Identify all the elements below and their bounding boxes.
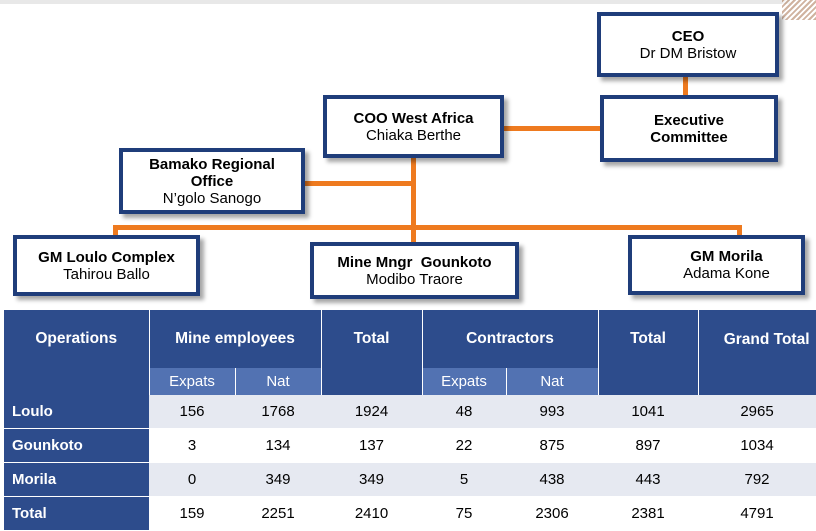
subheader-blank — [598, 368, 699, 395]
cell-grand: 2965 — [698, 395, 816, 429]
header-grand-total: Grand Total — [698, 310, 816, 368]
cell-c-total: 443 — [598, 462, 699, 497]
cell-grand: 1034 — [698, 428, 816, 463]
cell-c-expats: 22 — [422, 428, 506, 463]
bamako-name: N’golo Sanogo — [162, 189, 262, 207]
connector-coo-down — [411, 155, 416, 247]
header-operations: Operations — [4, 310, 150, 368]
morila-box: GM Morila Adama Kone — [628, 235, 805, 295]
bamako-title: Bamako Regional Office — [149, 155, 275, 190]
cell-c-nat: 438 — [506, 462, 599, 497]
coo-box: COO West Africa Chiaka Berthe — [323, 95, 504, 158]
loulo-box: GM Loulo Complex Tahirou Ballo — [13, 235, 200, 296]
table-row: Morila 0 349 349 5 438 443 792 — [4, 462, 816, 497]
cell-c-total: 2381 — [598, 496, 699, 531]
cell-me-nat: 134 — [235, 428, 321, 463]
subheader-c-expats: Expats — [422, 368, 507, 395]
subheader-me-expats: Expats — [149, 368, 236, 395]
connector-ceo-exec — [683, 72, 688, 100]
coo-name: Chiaka Berthe — [365, 126, 462, 144]
cell-me-nat: 1768 — [235, 395, 321, 429]
cell-me-total: 1924 — [321, 395, 422, 429]
ceo-title: CEO — [671, 27, 705, 45]
loulo-name: Tahirou Ballo — [63, 265, 150, 283]
cell-me-nat: 349 — [235, 462, 321, 497]
exec-title: Executive Committee — [650, 111, 728, 146]
header-total-contractors: Total — [598, 310, 699, 368]
row-label: Loulo — [4, 395, 149, 429]
subheader-me-nat: Nat — [235, 368, 322, 395]
cell-me-expats: 156 — [149, 395, 235, 429]
connector-loulo — [113, 225, 118, 239]
cell-c-nat: 993 — [506, 395, 599, 429]
row-label: Gounkoto — [4, 428, 149, 463]
subheader-blank — [321, 368, 423, 395]
cell-c-expats: 5 — [422, 462, 506, 497]
row-label: Total — [4, 496, 149, 531]
connector-coo-exec — [500, 126, 604, 131]
header-contractors: Contractors — [422, 310, 599, 368]
coo-title: COO West Africa — [353, 109, 474, 127]
cell-c-expats: 75 — [422, 496, 506, 531]
morila-name: Adama Kone — [683, 265, 770, 282]
corner-decoration — [782, 0, 816, 20]
connector-morila — [737, 225, 742, 239]
header-mine-employees: Mine employees — [149, 310, 322, 368]
cell-grand: 4791 — [698, 496, 816, 531]
cell-c-nat: 875 — [506, 428, 599, 463]
subheader-blank — [698, 368, 816, 395]
executive-committee-box: Executive Committee — [600, 95, 778, 162]
table-row: Loulo 156 1768 1924 48 993 1041 2965 — [4, 395, 816, 429]
subheader-blank — [4, 368, 150, 395]
connector-horizontal — [114, 225, 741, 230]
table-row: Gounkoto 3 134 137 22 875 897 1034 — [4, 428, 816, 463]
cell-c-total: 1041 — [598, 395, 699, 429]
gounkoto-name: Modibo Traore — [366, 270, 463, 288]
cell-grand: 792 — [698, 462, 816, 497]
ceo-box: CEO Dr DM Bristow — [597, 12, 779, 77]
cell-c-nat: 2306 — [506, 496, 599, 531]
row-label: Morila — [4, 462, 149, 497]
cell-me-expats: 0 — [149, 462, 235, 497]
bamako-box: Bamako Regional Office N’golo Sanogo — [119, 148, 305, 214]
table-subheader-row: Expats Nat Expats Nat — [4, 368, 816, 395]
cell-me-total: 349 — [321, 462, 422, 497]
subheader-c-nat: Nat — [506, 368, 599, 395]
cell-me-total: 137 — [321, 428, 422, 463]
morila-title: GM Morila — [690, 248, 763, 265]
cell-me-nat: 2251 — [235, 496, 321, 531]
connector-bamako — [301, 181, 413, 186]
cell-me-total: 2410 — [321, 496, 422, 531]
operations-table: Operations Mine employees Total Contract… — [4, 310, 816, 531]
gounkoto-box: Mine Mngr Gounkoto Modibo Traore — [310, 242, 519, 299]
top-strip — [0, 0, 790, 4]
ceo-name: Dr DM Bristow — [639, 44, 737, 62]
cell-me-expats: 3 — [149, 428, 235, 463]
gounkoto-title: Mine Mngr Gounkoto — [337, 253, 492, 271]
header-total-employees: Total — [321, 310, 423, 368]
table-row-total: Total 159 2251 2410 75 2306 2381 4791 — [4, 496, 816, 531]
cell-c-total: 897 — [598, 428, 699, 463]
cell-me-expats: 159 — [149, 496, 235, 531]
cell-c-expats: 48 — [422, 395, 506, 429]
loulo-title: GM Loulo Complex — [38, 248, 175, 266]
table-header-row: Operations Mine employees Total Contract… — [4, 310, 816, 368]
